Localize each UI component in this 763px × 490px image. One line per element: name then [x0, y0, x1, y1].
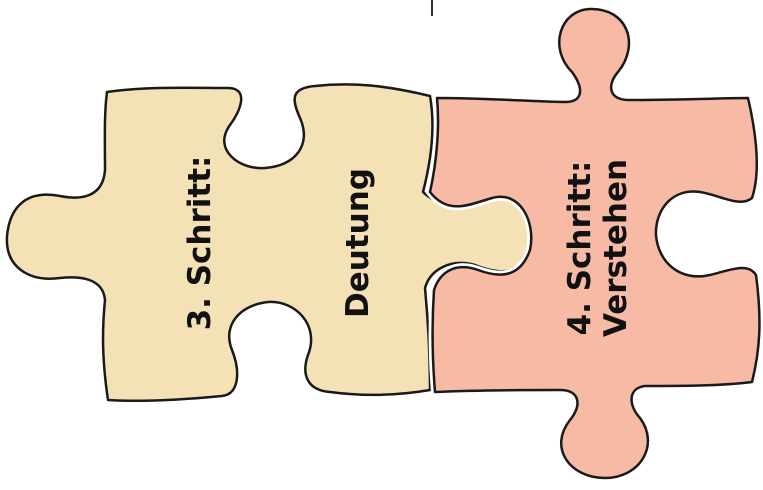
- puzzle-piece-step4: [426, 4, 763, 482]
- puzzle-piece-step4-shape: [428, 7, 761, 480]
- step3-title: 3. Schritt:: [182, 156, 218, 331]
- step4-title: 4. Schritt:: [562, 161, 598, 336]
- puzzle-piece-step3: [5, 83, 532, 403]
- step3-subtitle: Deutung: [340, 168, 376, 318]
- step4-subtitle: Verstehen: [598, 159, 634, 337]
- puzzle-piece-step3-shape: [5, 83, 532, 403]
